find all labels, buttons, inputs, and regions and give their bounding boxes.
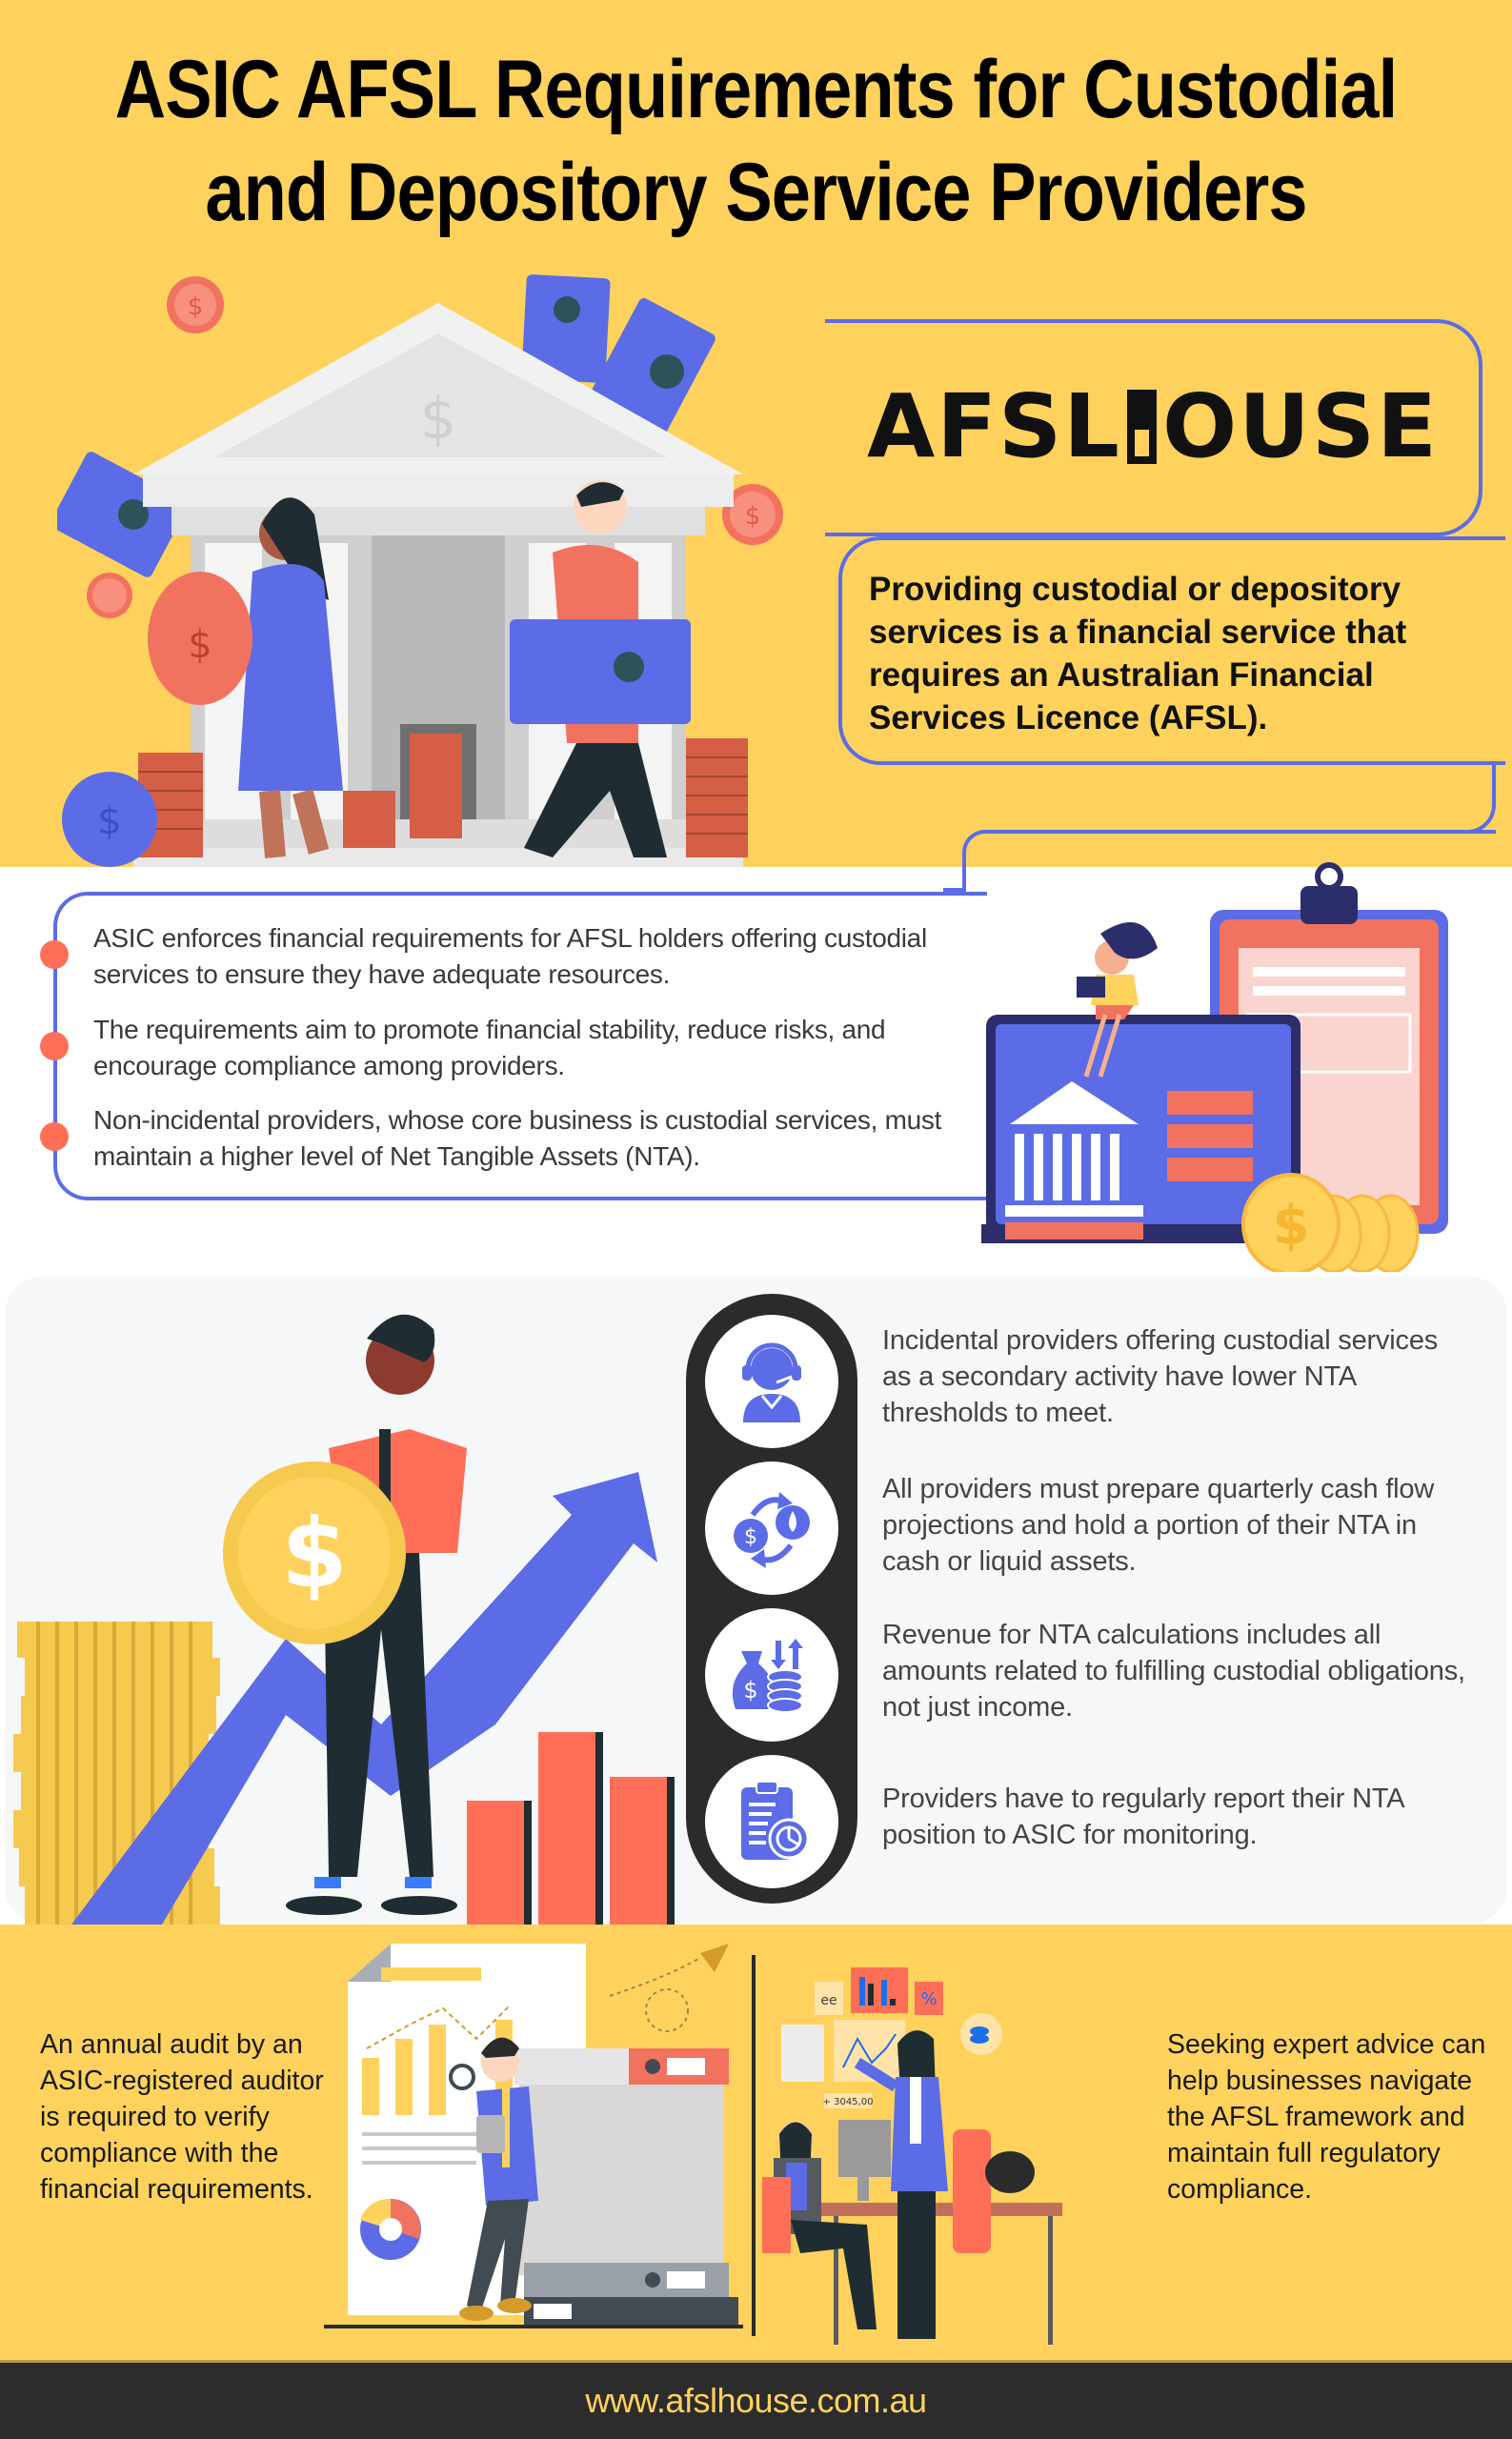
advice-text: Seeking expert advice can help businesse… bbox=[1167, 2029, 1486, 2205]
svg-text:$: $ bbox=[281, 1498, 348, 1609]
requirement-bullet: The requirements aim to promote financia… bbox=[93, 1015, 886, 1080]
nta-item-text: Providers have to regularly report their… bbox=[882, 1784, 1403, 1850]
nta-item-text: Incidental providers offering custodial … bbox=[882, 1325, 1439, 1428]
intro-text: Providing custodial or depository servic… bbox=[869, 571, 1407, 736]
svg-text:ee: ee bbox=[820, 1993, 837, 2008]
audit-text: An annual audit by an ASIC-registered au… bbox=[40, 2029, 324, 2205]
page-title: ASIC AFSL Requirements for Custodial and… bbox=[106, 38, 1406, 244]
svg-text:$: $ bbox=[743, 1677, 757, 1703]
svg-text:$: $ bbox=[420, 386, 456, 453]
svg-text:%: % bbox=[920, 1989, 937, 2009]
requirement-bullet: ASIC enforces financial requirements for… bbox=[93, 923, 927, 989]
page-title-line1: ASIC AFSL Requirements for Custodial bbox=[114, 44, 1399, 135]
logo-house-square-icon bbox=[1126, 390, 1157, 464]
report-clipboard-chart-icon bbox=[705, 1755, 838, 1888]
illustration-value: + 3045,00 bbox=[823, 2097, 874, 2107]
bullet-dot bbox=[40, 940, 69, 969]
connector-line bbox=[962, 867, 966, 892]
svg-text:$: $ bbox=[188, 623, 212, 667]
bullet-dot bbox=[40, 1122, 69, 1151]
cash-liquidity-exchange-icon: $ bbox=[705, 1461, 838, 1595]
customer-support-icon bbox=[705, 1315, 838, 1448]
afsl-house-logo[interactable]: AFSL OUSE bbox=[867, 379, 1439, 474]
bottom-section bbox=[0, 1925, 1512, 2358]
nta-item-text: Revenue for NTA calculations includes al… bbox=[882, 1620, 1465, 1723]
logo-prefix: AFSL bbox=[867, 375, 1121, 477]
svg-text:$: $ bbox=[188, 292, 204, 321]
footer: www.afslhouse.com.au bbox=[0, 2360, 1512, 2439]
coin-icon: $ bbox=[167, 276, 224, 333]
svg-text:$: $ bbox=[744, 1525, 757, 1549]
requirement-bullet: Non-incidental providers, whose core bus… bbox=[93, 1105, 942, 1171]
section-divider bbox=[752, 1955, 756, 2336]
intro-frame bbox=[838, 536, 1505, 765]
connector-line bbox=[943, 888, 966, 892]
logo-suffix: OUSE bbox=[1161, 375, 1439, 477]
bullet-dot bbox=[40, 1032, 69, 1060]
connector-line bbox=[962, 830, 985, 897]
website-link[interactable]: www.afslhouse.com.au bbox=[585, 2381, 927, 2420]
logo-frame bbox=[825, 319, 1482, 536]
growth-illustration: $ bbox=[13, 1314, 675, 1925]
bank-illustration: $ $ $ $ $ bbox=[57, 274, 783, 867]
connector-line bbox=[981, 830, 1496, 834]
auditor-illustration bbox=[324, 1944, 743, 2328]
money-bag-coins-icon: $ bbox=[705, 1608, 838, 1742]
icon-rail: $ $ bbox=[686, 1294, 857, 1904]
svg-text:$: $ bbox=[1273, 1195, 1310, 1257]
page-title-line2: and Depository Service Providers bbox=[205, 147, 1307, 238]
advisor-illustration: ee % + 3045,00 bbox=[762, 1967, 1062, 2345]
svg-text:$: $ bbox=[745, 502, 761, 531]
svg-text:$: $ bbox=[97, 799, 121, 843]
nta-item-text: All providers must prepare quarterly cas… bbox=[882, 1474, 1435, 1577]
laptop-bank-illustration: $ bbox=[981, 862, 1448, 1272]
